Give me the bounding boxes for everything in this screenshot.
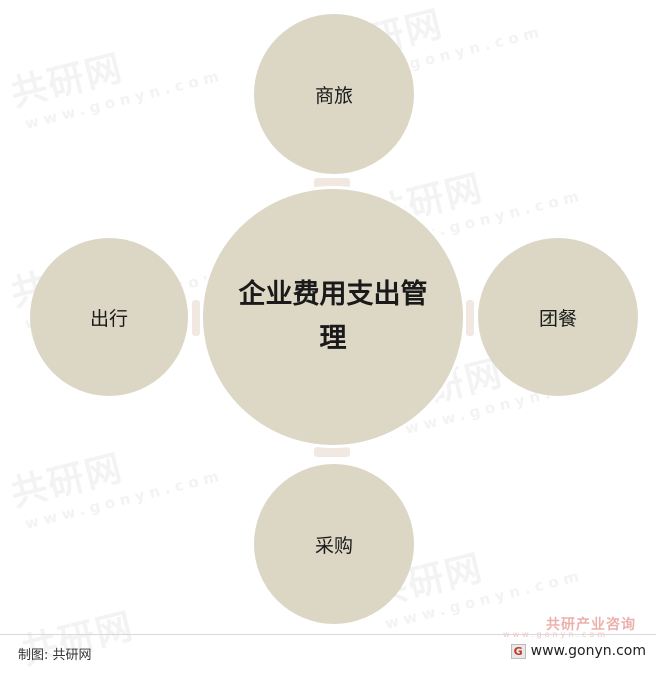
brand-watermark: 共研产业咨询 xyxy=(546,617,636,633)
watermark: 共研网 xyxy=(17,605,139,674)
node-procurement-label: 采购 xyxy=(314,534,353,557)
watermark: 共研网 www.gonyn.com xyxy=(6,47,226,133)
chart-credit: 制图: 共研网 xyxy=(18,648,92,663)
footer-divider xyxy=(0,634,656,635)
node-transport-label: 出行 xyxy=(89,307,128,330)
watermark: 共研网 www.gonyn.com xyxy=(6,447,226,533)
connector-top xyxy=(314,178,350,188)
node-procurement: 采购 xyxy=(254,464,414,624)
center-node: 企业费用支出管理 xyxy=(200,186,466,448)
center-label: 企业费用支出管理 xyxy=(238,279,428,354)
connector-right xyxy=(466,300,474,336)
gonyn-logo-icon: G xyxy=(510,643,526,659)
node-transport: 出行 xyxy=(30,238,188,396)
node-travel: 商旅 xyxy=(254,14,414,174)
node-group-dining: 团餐 xyxy=(478,238,638,396)
connector-bottom xyxy=(314,447,350,457)
site-url: www.gonyn.com xyxy=(530,643,646,659)
connector-left xyxy=(192,300,200,336)
node-group-dining-label: 团餐 xyxy=(538,307,577,330)
site-link[interactable]: G www.gonyn.com xyxy=(510,643,646,659)
node-travel-label: 商旅 xyxy=(314,84,353,107)
